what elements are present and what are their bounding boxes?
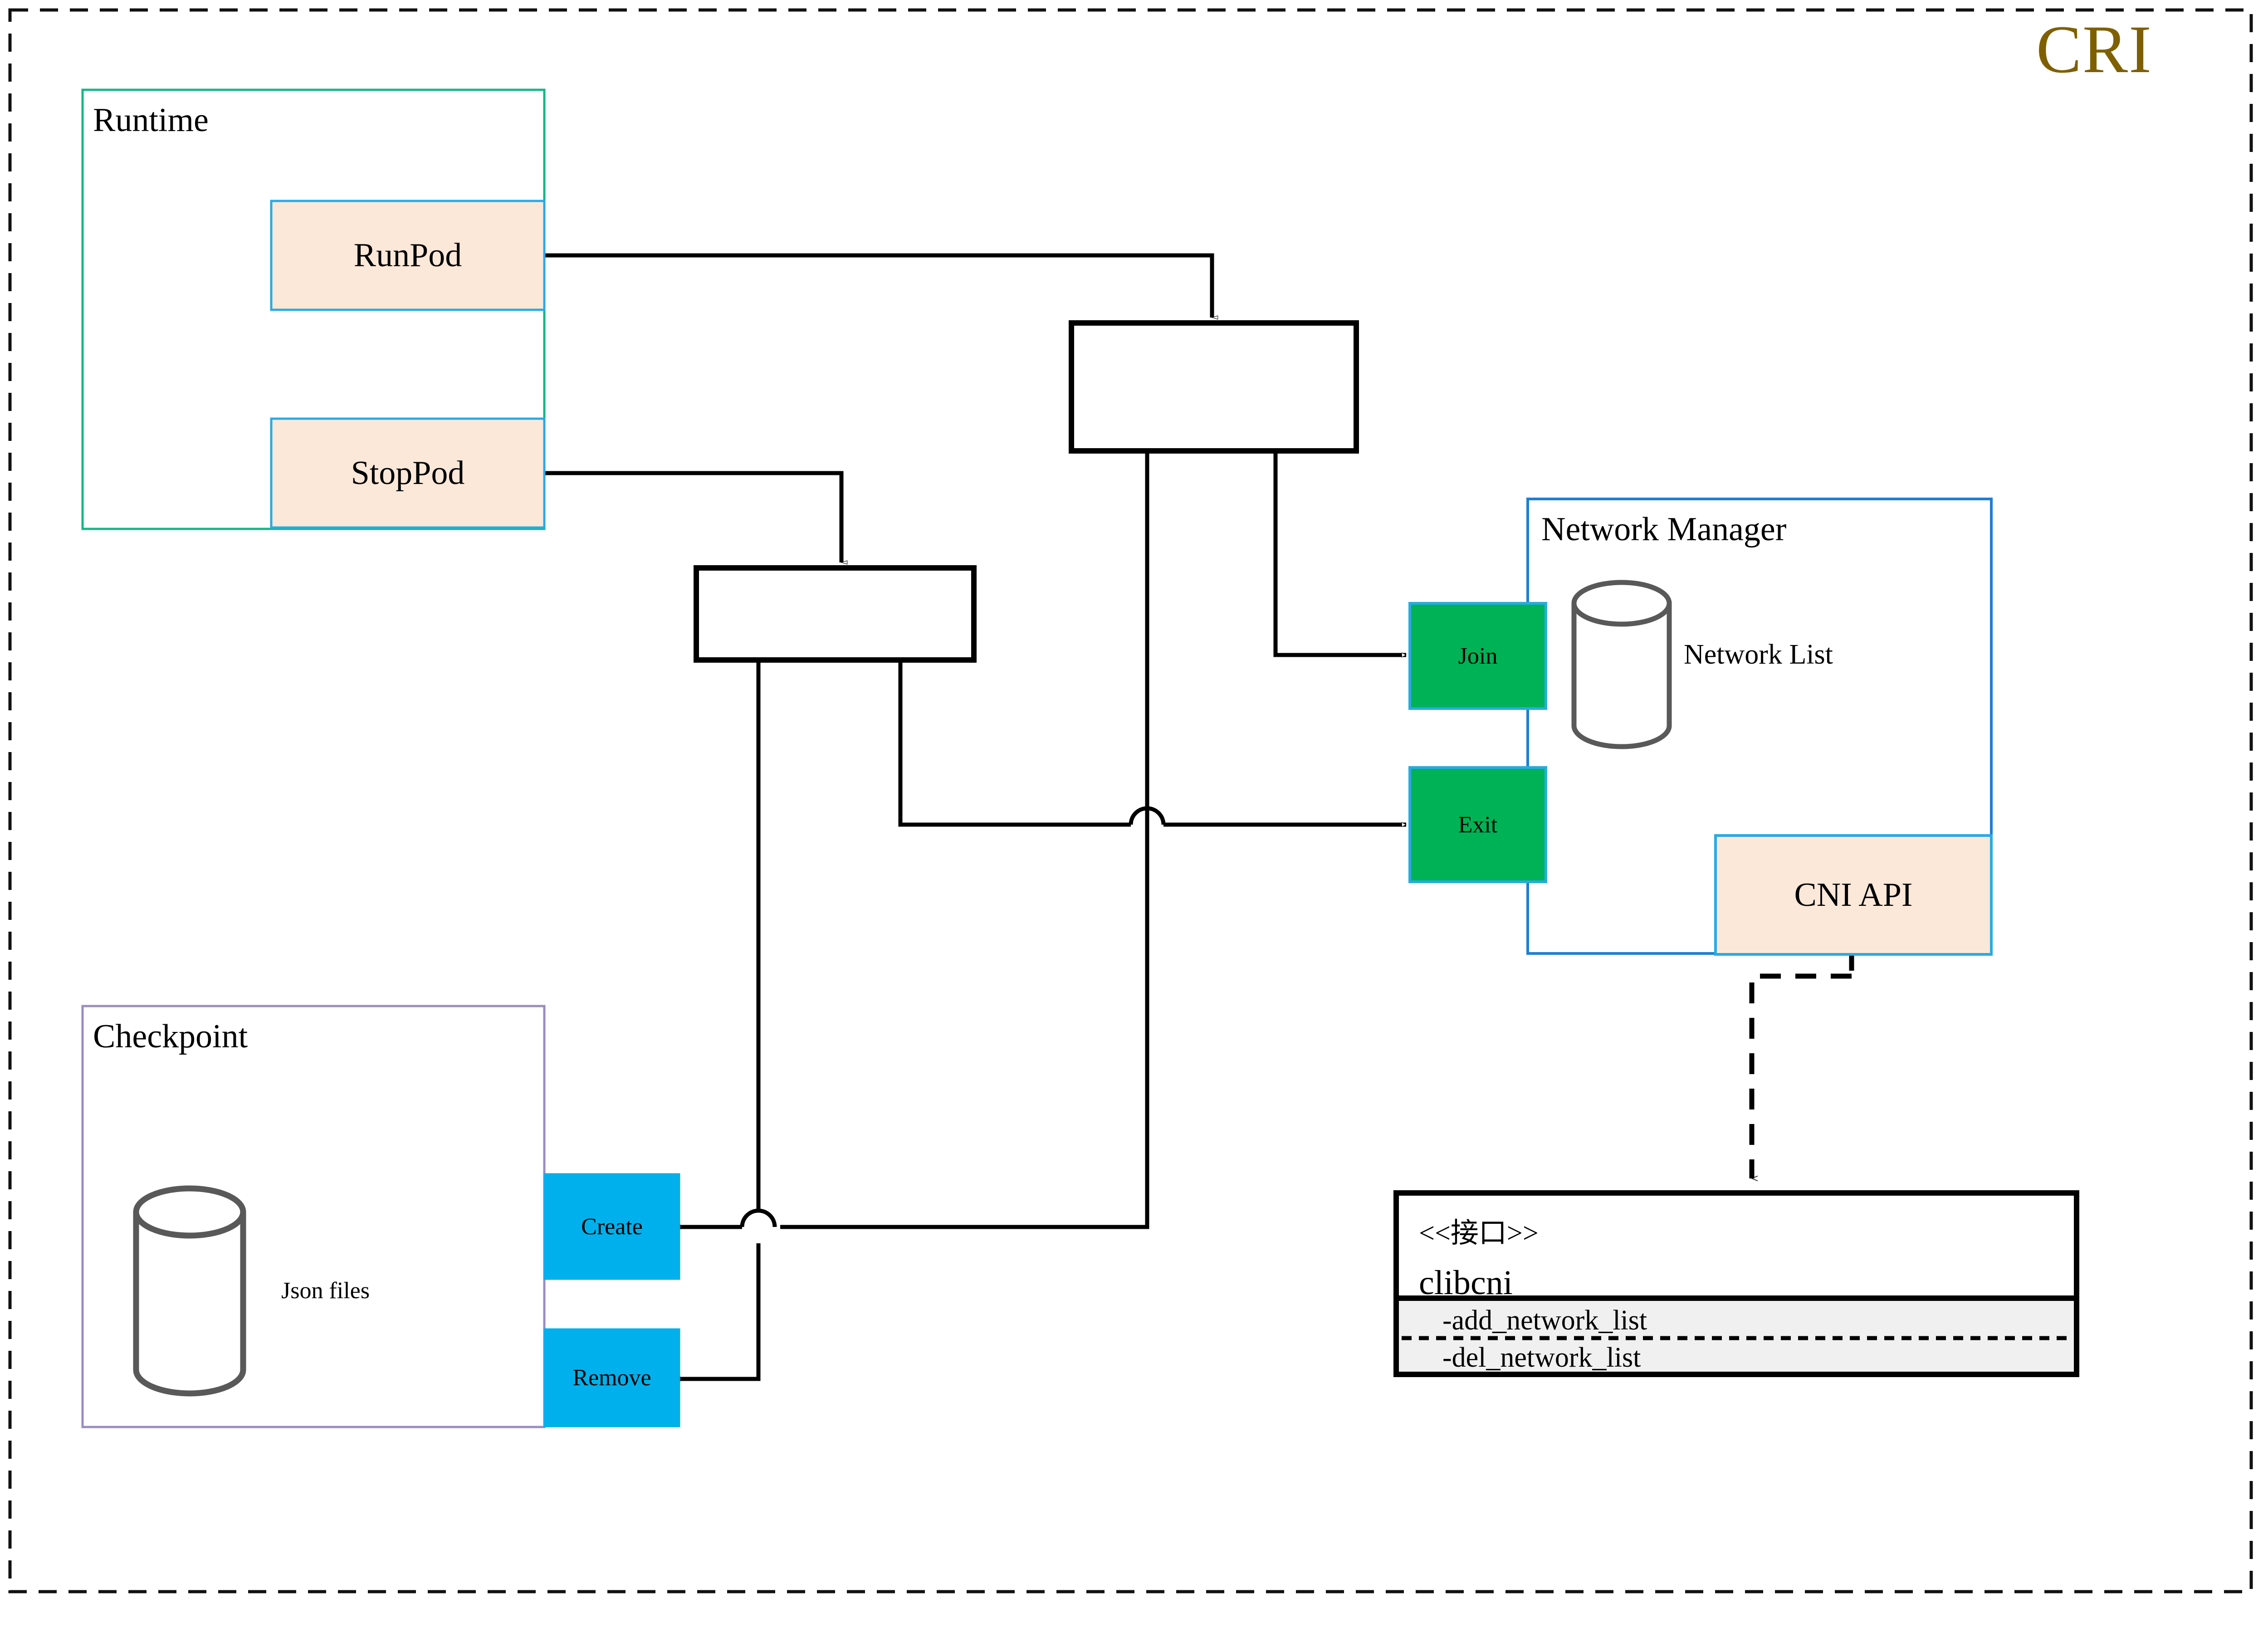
- node-create-box[interactable]: [543, 1173, 680, 1280]
- package-title-checkpoint: Checkpoint: [93, 1018, 248, 1055]
- edge-stoppod-to-fork-left: [544, 471, 841, 562]
- line-hop-create-crossing: [740, 1208, 777, 1227]
- node-remove-box[interactable]: [543, 1328, 680, 1427]
- edge-runpod-to-fork-right: [544, 253, 1212, 318]
- datastore-label-network-list: Network List: [1684, 639, 1833, 670]
- line-hop-exit-crossing: [1129, 806, 1166, 825]
- node-label-cni-api[interactable]: CNI API: [1794, 876, 1913, 914]
- node-label-stoppod[interactable]: StopPod: [351, 454, 465, 492]
- datastore-network-list-icon: [1571, 580, 1672, 749]
- fork-bar-left: [694, 565, 977, 663]
- node-label-exit[interactable]: Exit: [1458, 811, 1498, 838]
- outer-frame: [8, 8, 2253, 1593]
- node-stoppod-box[interactable]: [270, 417, 546, 529]
- edge-fork-left-to-exit: [898, 660, 1406, 825]
- interface-operation-add: -add_network_list: [1442, 1305, 1647, 1336]
- package-title-runtime: Runtime: [93, 102, 209, 139]
- fork-bar-right: [1069, 320, 1359, 454]
- edge-fork-right-left-output: [780, 451, 1149, 1229]
- edge-fork-left-left-output: [676, 660, 761, 1379]
- edge-fork-right-to-join: [1273, 451, 1406, 655]
- edge-cniapi-to-clibcni-dashed: [1749, 973, 1852, 1178]
- datastore-label-json-files: Json files: [281, 1278, 370, 1304]
- node-label-runpod[interactable]: RunPod: [353, 236, 462, 274]
- interface-name-label: clibcni: [1419, 1264, 1513, 1302]
- datastore-json-files-icon: [133, 1185, 246, 1397]
- node-runpod-box[interactable]: [270, 200, 546, 311]
- page-title: CRI: [2036, 12, 2152, 87]
- node-join-box[interactable]: [1408, 602, 1547, 710]
- interface-stereotype-label: <<接口>>: [1419, 1218, 1539, 1249]
- node-label-create[interactable]: Create: [581, 1213, 643, 1240]
- node-exit-box[interactable]: [1408, 766, 1547, 883]
- node-label-join[interactable]: Join: [1458, 643, 1498, 669]
- node-label-remove[interactable]: Remove: [572, 1365, 651, 1391]
- package-title-network-manager: Network Manager: [1541, 511, 1787, 548]
- interface-operation-del: -del_network_list: [1442, 1342, 1641, 1373]
- node-cni-api-box[interactable]: [1714, 834, 1993, 956]
